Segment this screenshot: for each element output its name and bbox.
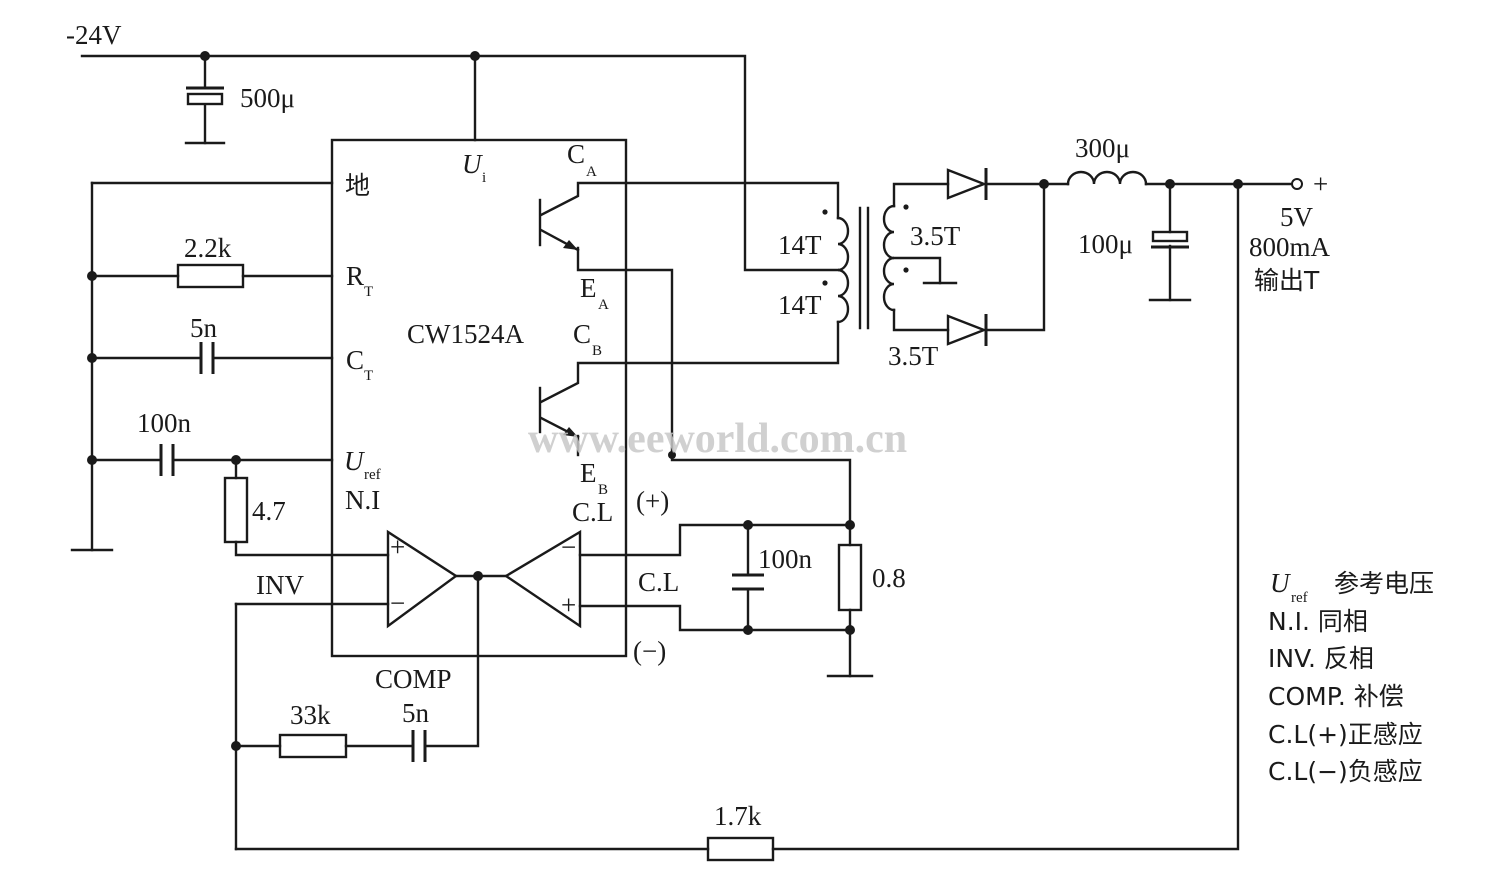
pin-eb-sub: B xyxy=(598,482,608,498)
pin-ct: C xyxy=(346,345,364,375)
resistor-4-7 xyxy=(223,476,249,544)
opamp-right-plus: + xyxy=(561,590,576,620)
capacitor-100n-cl xyxy=(732,573,764,591)
diode-top xyxy=(946,168,988,200)
labels: -24V 500μ U i 地 2.2k R T 5n C T CW1524A … xyxy=(66,20,1331,831)
output-plus: + xyxy=(1313,169,1328,199)
legend-uref-symbol: U xyxy=(1270,568,1291,598)
capacitor-100n-ref xyxy=(159,444,175,476)
pin-ea-sub: A xyxy=(598,297,609,313)
output-current: 800mA xyxy=(1249,232,1331,262)
pin-uref: U xyxy=(344,446,365,476)
resistor-0-8 xyxy=(837,543,863,612)
label-5n-comp: 5n xyxy=(402,698,430,728)
pin-rt-sub: T xyxy=(364,284,373,300)
label-primary-top: 14T xyxy=(778,230,822,260)
label-300u: 300μ xyxy=(1075,133,1130,163)
legend-uref-sub: ref xyxy=(1291,590,1308,606)
pin-ni: N.I xyxy=(345,485,380,515)
pin-cb: C xyxy=(573,319,591,349)
chip-name: CW1524A xyxy=(407,319,524,349)
opamp-left-minus: − xyxy=(390,588,405,618)
legend-cln: C.L(−)负感应 xyxy=(1268,757,1423,786)
label-100u-out: 100μ xyxy=(1078,229,1133,259)
supply-label: -24V xyxy=(66,20,122,50)
pin-ct-sub: T xyxy=(364,368,373,384)
pin-eb: E xyxy=(580,458,597,488)
opamp-right-minus: − xyxy=(561,532,576,562)
label-primary-bottom: 14T xyxy=(778,290,822,320)
emitter-arrow-b xyxy=(563,427,578,437)
pin-cl-top: C.L xyxy=(572,497,613,527)
emitter-arrow-a xyxy=(563,240,578,250)
capacitor-5n-ct xyxy=(199,342,215,374)
capacitor-100u-out xyxy=(1151,230,1189,249)
label-33k: 33k xyxy=(290,700,331,730)
label-4-7: 4.7 xyxy=(252,496,286,526)
pin-cl-bottom: C.L xyxy=(638,567,679,597)
pin-cl-minus: (−) xyxy=(633,636,666,666)
pin-gnd: 地 xyxy=(345,171,370,200)
resistor-1-7k xyxy=(706,836,775,862)
label-1-7k: 1.7k xyxy=(714,801,762,831)
legend-comp: COMP. 补偿 xyxy=(1268,682,1404,711)
components xyxy=(159,86,1303,862)
pin-cb-sub: B xyxy=(592,343,602,359)
pin-uref-sub: ref xyxy=(364,467,381,483)
label-100n-ref: 100n xyxy=(137,408,192,438)
pin-inv: INV xyxy=(256,570,304,600)
legend-inv: INV. 反相 xyxy=(1268,644,1374,673)
legend-uref-desc: 参考电压 xyxy=(1334,569,1434,598)
pin-cl-plus: (+) xyxy=(636,486,669,516)
capacitor-500u xyxy=(186,86,224,106)
pin-rt: R xyxy=(346,261,364,291)
legend-ni: N.I. 同相 xyxy=(1268,607,1368,636)
label-secondary-bottom: 3.5T xyxy=(888,341,939,371)
pin-ui: U xyxy=(462,149,483,179)
error-amplifier xyxy=(386,529,459,629)
output-terminal xyxy=(1291,178,1303,190)
pin-ca: C xyxy=(567,139,585,169)
label-secondary-top: 3.5T xyxy=(910,221,961,251)
resistor-2-2k xyxy=(176,263,245,289)
diode-bottom xyxy=(946,314,988,346)
pin-ca-sub: A xyxy=(586,164,597,180)
label-5n-ct: 5n xyxy=(190,313,218,343)
junctions xyxy=(87,51,1243,751)
output-voltage: 5V xyxy=(1280,202,1314,232)
label-0-8: 0.8 xyxy=(872,563,906,593)
capacitor-5n-comp xyxy=(411,730,427,762)
legend-clp: C.L(+)正感应 xyxy=(1268,720,1423,749)
label-100n-cl: 100n xyxy=(758,544,813,574)
output-label: 输出T xyxy=(1254,266,1320,295)
pin-ea: E xyxy=(580,273,597,303)
pin-ui-sub: i xyxy=(482,170,486,186)
legend: U ref 参考电压 N.I. 同相 INV. 反相 COMP. 补偿 C.L(… xyxy=(1268,568,1434,786)
resistor-33k xyxy=(278,733,348,759)
current-limit-amplifier xyxy=(503,529,582,629)
pin-comp: COMP xyxy=(375,664,452,694)
opamp-left-plus: + xyxy=(390,532,405,562)
label-500u: 500μ xyxy=(240,83,295,113)
watermark: www.eeworld.com.cn xyxy=(528,416,907,462)
label-2-2k: 2.2k xyxy=(184,233,232,263)
